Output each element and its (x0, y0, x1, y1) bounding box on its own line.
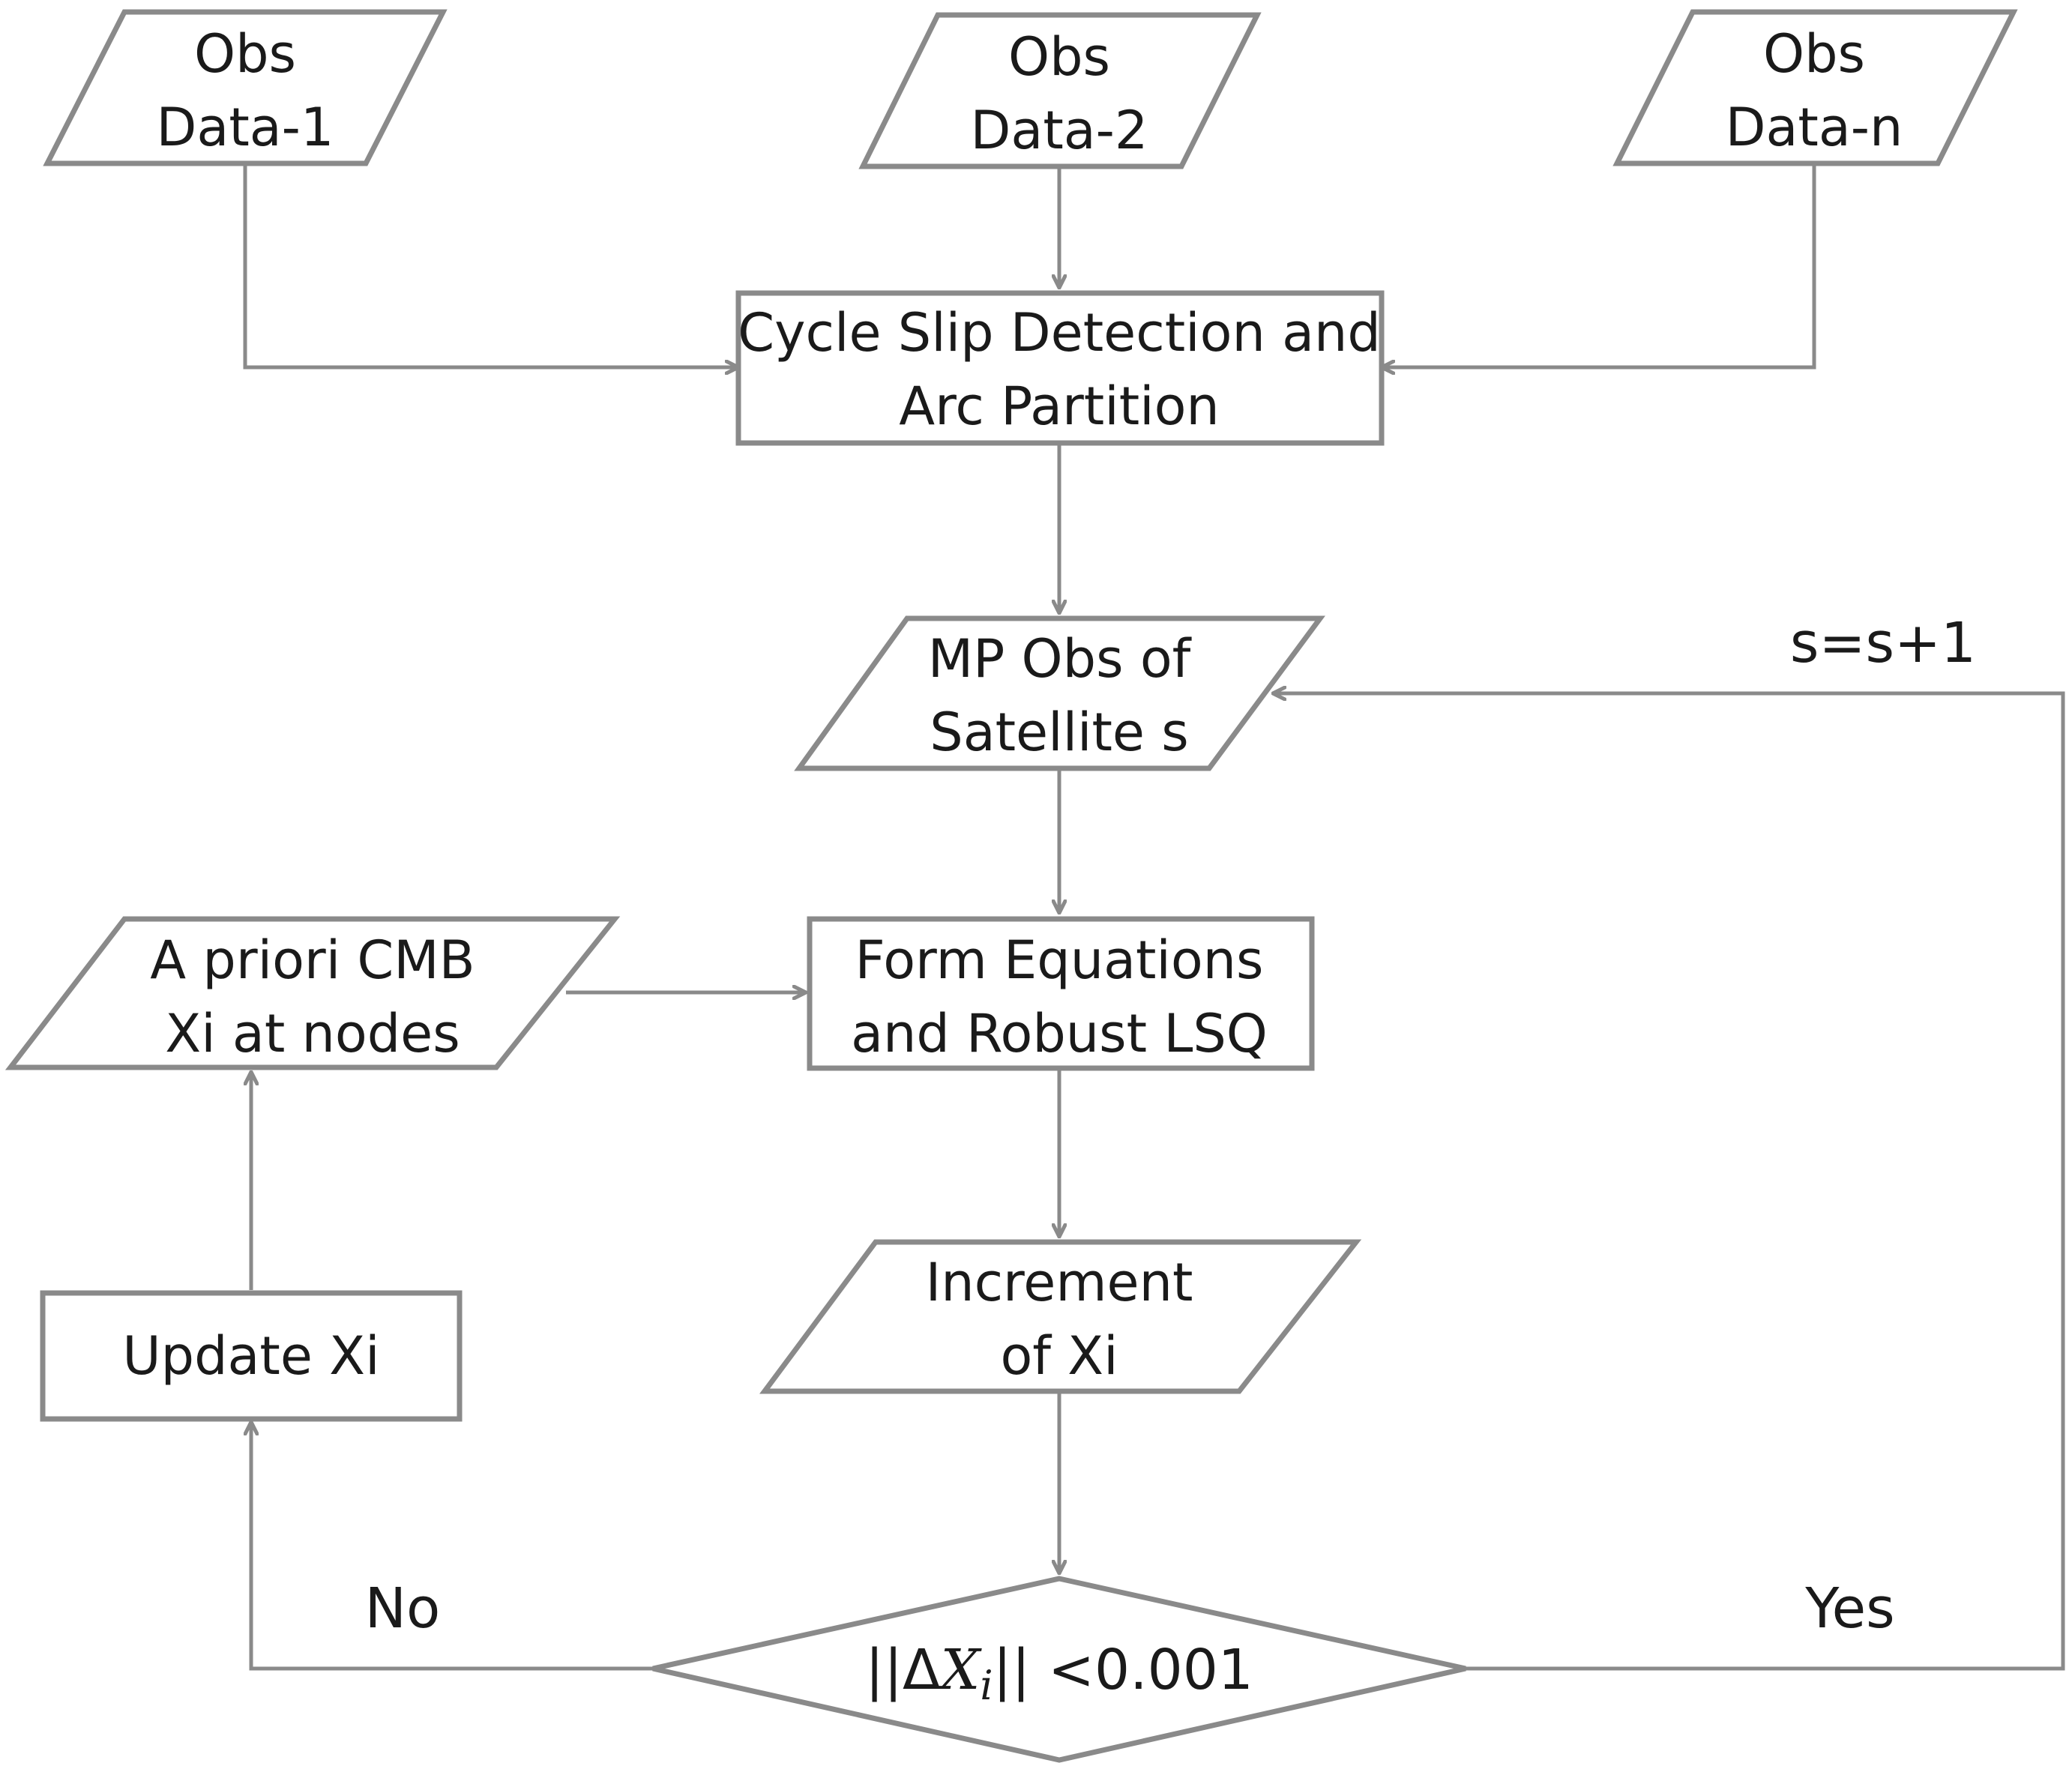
node-obs-data-n: Obs Data-n (1612, 9, 2018, 166)
node-update-xi-label: Update Xi (122, 1325, 379, 1387)
decision-condition: ||ΔXi|| <0.001 (865, 1638, 1253, 1709)
node-obs-data-1-line1: Obs (194, 23, 296, 85)
node-form-equations-line1: Form Equations (855, 929, 1263, 991)
node-increment-line1: Increment (926, 1252, 1193, 1313)
node-a-priori-line2: Xi at nodes (165, 1003, 460, 1064)
label-no: No (365, 1576, 441, 1641)
node-update-xi: Update Xi (40, 1290, 463, 1422)
edge-obs1-to-cycle-slip (243, 163, 738, 367)
node-obs-data-2: Obs Data-2 (858, 12, 1262, 169)
node-mp-obs-line1: MP Obs of (928, 628, 1192, 690)
node-increment-line2: of Xi (1000, 1325, 1118, 1387)
node-obs-data-1-line2: Data-1 (157, 97, 334, 158)
node-cycle-slip-line1: Cycle Slip Detection and (738, 302, 1381, 364)
node-obs-data-n-line1: Obs (1763, 23, 1865, 85)
node-mp-obs: MP Obs of Satellite s (794, 615, 1325, 771)
node-decision: ||ΔXi|| <0.001 (652, 1576, 1466, 1763)
label-loop-counter: s=s+1 (1790, 611, 1976, 675)
node-a-priori-line1: A priori CMB (150, 929, 475, 991)
node-form-equations: Form Equations and Robust LSQ (807, 916, 1315, 1071)
edge-obsn-to-cycle-slip (1382, 163, 1816, 367)
node-form-equations-line2: and Robust LSQ (851, 1003, 1268, 1064)
label-yes: Yes (1804, 1576, 1894, 1641)
node-a-priori: A priori CMB Xi at nodes (4, 916, 621, 1070)
node-increment: Increment of Xi (759, 1239, 1362, 1394)
edge-decision-yes-loop (1273, 693, 2065, 1671)
node-cycle-slip-line2: Arc Partition (899, 376, 1220, 437)
node-cycle-slip-detection: Cycle Slip Detection and Arc Partition (735, 290, 1385, 446)
node-obs-data-1: Obs Data-1 (43, 9, 448, 166)
node-mp-obs-line2: Satellite s (930, 702, 1188, 763)
node-obs-data-2-line1: Obs (1008, 26, 1110, 88)
node-obs-data-n-line2: Data-n (1726, 97, 1903, 158)
edge-decision-no-to-update (251, 1422, 653, 1671)
node-obs-data-2-line2: Data-2 (971, 100, 1148, 161)
